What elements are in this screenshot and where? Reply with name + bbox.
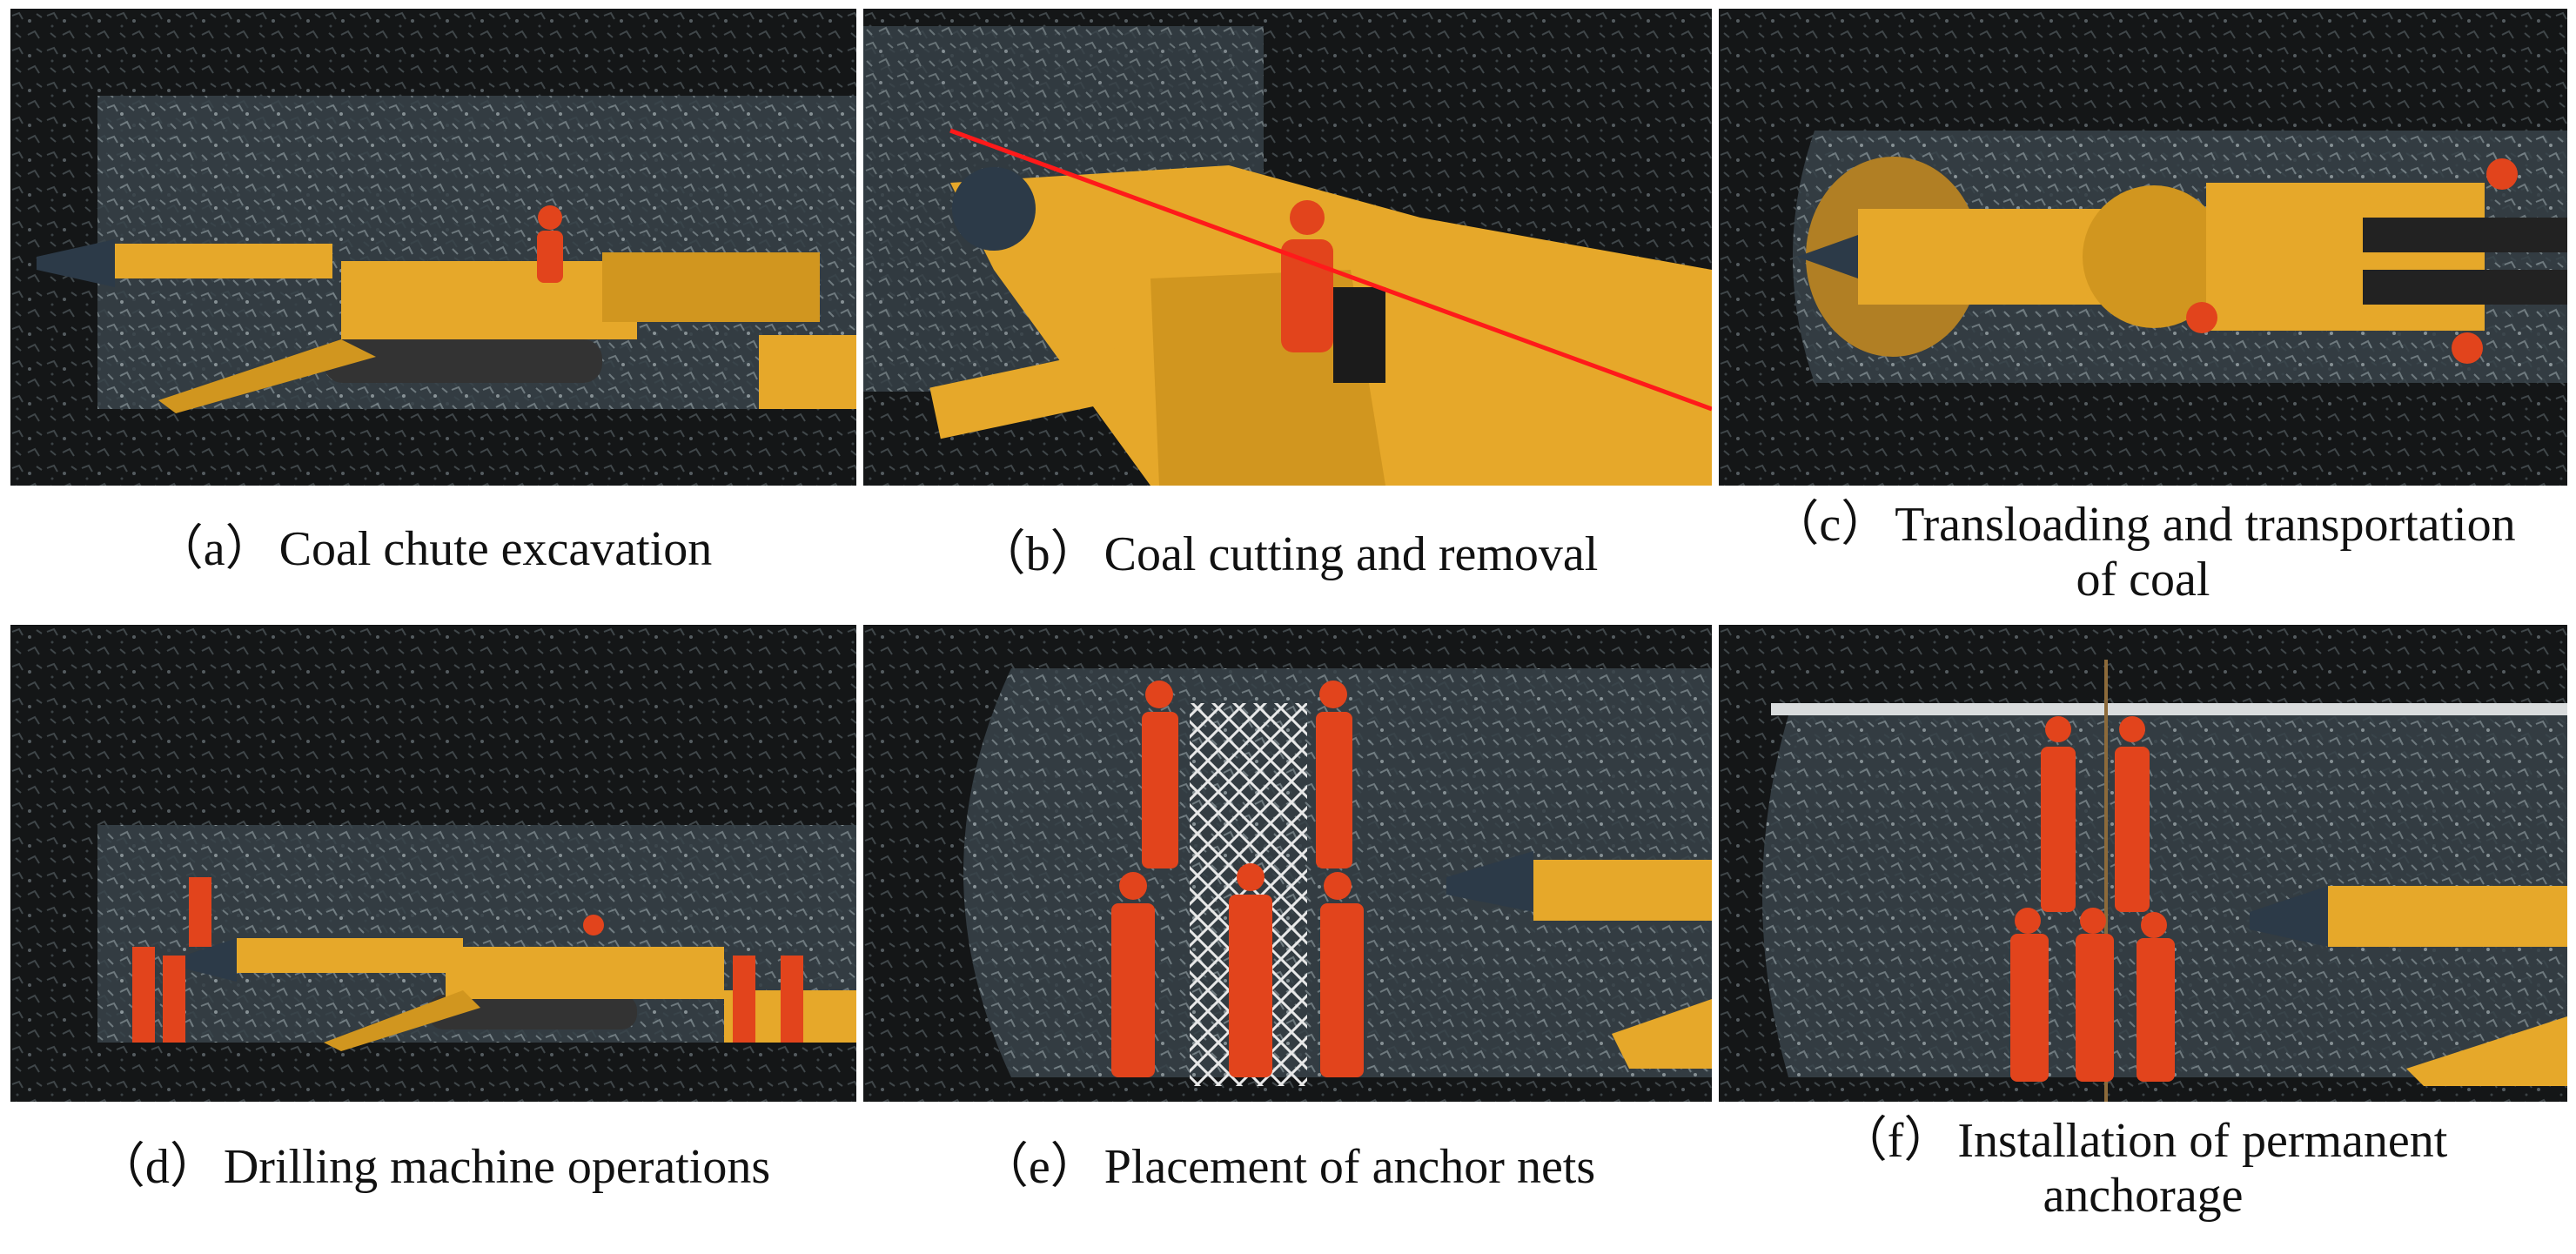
panel-a-image [10, 9, 856, 486]
caption-e-text: Placement of anchor nets [1104, 1140, 1596, 1194]
caption-b-text: Coal cutting and removal [1104, 527, 1599, 581]
roadheader-machine [184, 938, 856, 1051]
caption-d-text: Drilling machine operations [223, 1140, 771, 1194]
roadheader-cutter [2250, 886, 2567, 1086]
caption-f-text: Installation of permanent [1957, 1114, 2448, 1168]
panel-e-image [863, 625, 1712, 1102]
roadheader-machine [37, 239, 856, 413]
caption-c-label: （c） [1770, 498, 1890, 552]
panel-d-image [10, 625, 856, 1102]
caption-b-label: （b） [976, 527, 1099, 581]
roadheader-cutter [1446, 851, 1712, 1069]
worker-figure [2186, 158, 2518, 364]
panel-b-image [863, 9, 1712, 486]
caption-b: （b）Coal cutting and removal [863, 527, 1712, 582]
caption-e-label: （e） [979, 1140, 1099, 1194]
workers-group [2010, 716, 2175, 1082]
caption-c: （c）Transloading and transportation of co… [1719, 498, 2567, 607]
caption-a: （a）Coal chute excavation [10, 522, 856, 577]
workers-group [1111, 681, 1364, 1077]
roadheader-machine-top-view [1797, 157, 2567, 357]
workers-group [132, 877, 803, 1043]
panel-c-image [1719, 9, 2567, 486]
caption-a-text: Coal chute excavation [278, 522, 713, 576]
caption-c-text-line2: of coal [2076, 552, 2210, 607]
worker-figure [1281, 200, 1385, 383]
caption-f: （f）Installation of permanent anchorage [1719, 1114, 2567, 1223]
caption-c-text: Transloading and transportation [1895, 498, 2516, 552]
caption-f-label: （f） [1838, 1114, 1953, 1168]
caption-d: （d）Drilling machine operations [10, 1140, 856, 1195]
caption-f-text-line2: anchorage [2043, 1168, 2244, 1223]
panel-f-image [1719, 625, 2567, 1102]
laser-beam [949, 128, 1712, 412]
caption-a-label: （a） [154, 522, 274, 576]
caption-e: （e）Placement of anchor nets [863, 1140, 1712, 1195]
caption-d-label: （d） [96, 1140, 218, 1194]
worker-figure [537, 205, 563, 283]
